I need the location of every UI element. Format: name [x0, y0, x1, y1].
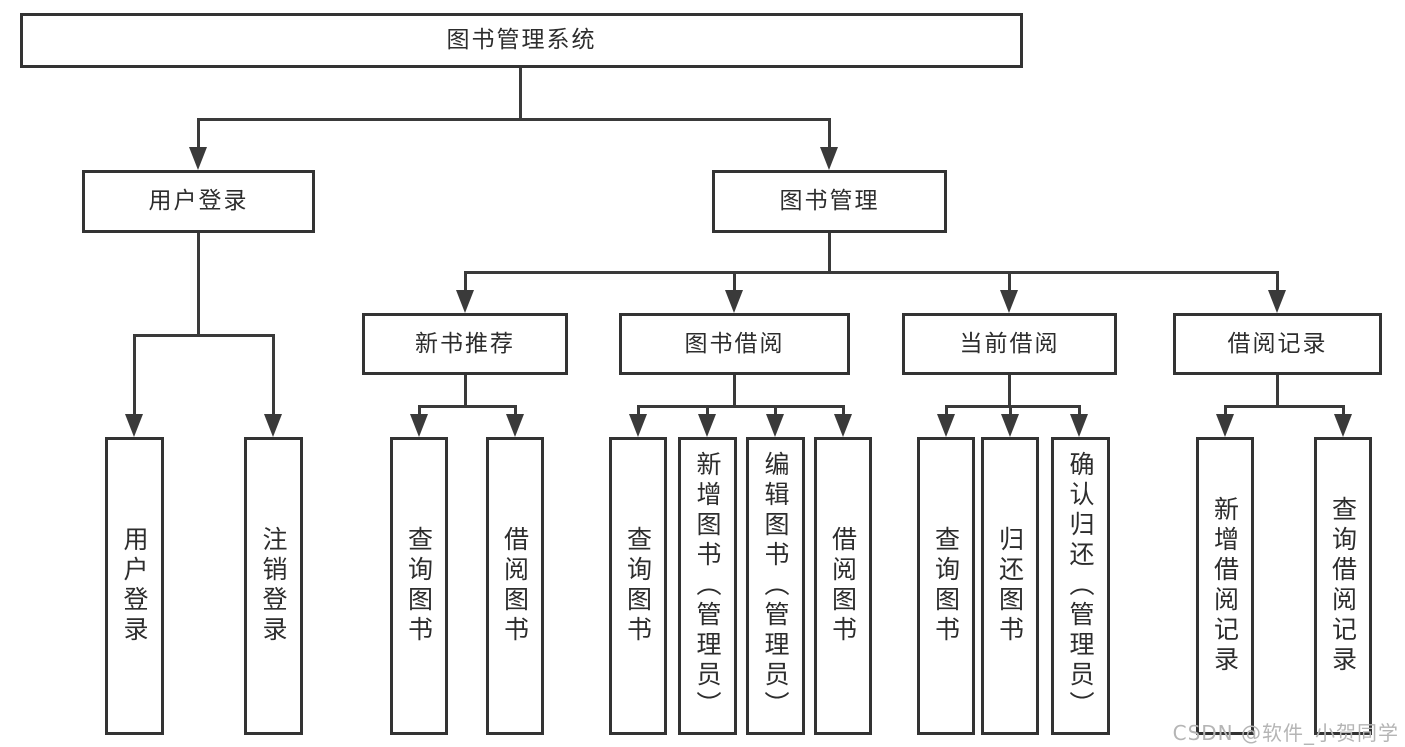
- arrow-down-icon: [125, 414, 143, 437]
- connector-line: [418, 405, 421, 418]
- leaf-newbook-borrow-books: 借阅图书: [486, 437, 544, 735]
- connector-line: [1008, 271, 1011, 293]
- arrow-down-icon: [725, 290, 743, 313]
- arrow-down-icon: [264, 414, 282, 437]
- node-book-management: 图书管理: [712, 170, 947, 233]
- leaf-borrow-query-books-label: 查询图书: [623, 526, 653, 646]
- connector-line: [842, 405, 845, 418]
- arrow-down-icon: [1070, 414, 1088, 437]
- arrow-down-icon: [456, 290, 474, 313]
- leaf-logout: 注销登录: [244, 437, 303, 735]
- connector-line: [1078, 405, 1081, 418]
- connector-line: [1276, 375, 1279, 408]
- leaf-newbook-query-books: 查询图书: [390, 437, 448, 735]
- leaf-user-login: 用户登录: [105, 437, 164, 735]
- leaf-current-query-books-label: 查询图书: [931, 526, 961, 646]
- leaf-current-query-books: 查询图书: [917, 437, 975, 735]
- leaf-borrow-add-books-admin-label: 新增图书（管理员）: [693, 451, 722, 721]
- connector-line: [945, 405, 948, 418]
- node-current-borrow-label: 当前借阅: [959, 330, 1060, 357]
- leaf-current-confirm-return-admin: 确认归还（管理员）: [1051, 437, 1110, 735]
- node-user-login-label: 用户登录: [148, 188, 249, 214]
- node-borrow-records: 借阅记录: [1173, 313, 1382, 375]
- arrow-down-icon: [1000, 290, 1018, 313]
- connector-line: [464, 375, 467, 408]
- connector-line: [197, 233, 200, 337]
- node-borrow-records-label: 借阅记录: [1227, 330, 1328, 357]
- arrow-down-icon: [937, 414, 955, 437]
- leaf-records-query-record-label: 查询借阅记录: [1328, 496, 1358, 676]
- leaf-newbook-query-books-label: 查询图书: [404, 526, 434, 646]
- node-user-login: 用户登录: [82, 170, 315, 233]
- connector-line: [519, 68, 522, 120]
- leaf-borrow-borrow-books-label: 借阅图书: [828, 526, 858, 646]
- leaf-user-login-label: 用户登录: [120, 526, 149, 646]
- connector-line: [133, 334, 136, 418]
- node-root-label: 图书管理系统: [446, 27, 597, 53]
- leaf-newbook-borrow-books-label: 借阅图书: [500, 526, 530, 646]
- connector-line: [197, 118, 831, 121]
- connector-line: [464, 271, 1279, 274]
- connector-line: [637, 405, 640, 418]
- arrow-down-icon: [629, 414, 647, 437]
- connector-line: [1224, 405, 1344, 408]
- connector-line: [514, 405, 517, 418]
- arrow-down-icon: [410, 414, 428, 437]
- node-current-borrow: 当前借阅: [902, 313, 1117, 375]
- leaf-current-confirm-return-admin-label: 确认归还（管理员）: [1066, 451, 1095, 721]
- connector-line: [1009, 405, 1012, 418]
- connector-line: [133, 334, 275, 337]
- node-book-borrow-label: 图书借阅: [684, 330, 785, 357]
- leaf-borrow-edit-books-admin-label: 编辑图书（管理员）: [761, 451, 790, 721]
- connector-line: [1276, 271, 1279, 293]
- connector-line: [464, 271, 467, 293]
- leaf-current-return-books-label: 归还图书: [995, 526, 1025, 646]
- node-new-book-recommend: 新书推荐: [362, 313, 568, 375]
- connector-line: [418, 405, 516, 408]
- watermark: CSDN @软件_小贺同学: [1172, 721, 1399, 745]
- arrow-down-icon: [189, 147, 207, 170]
- leaf-borrow-add-books-admin: 新增图书（管理员）: [678, 437, 737, 735]
- connector-line: [272, 334, 275, 418]
- leaf-borrow-query-books: 查询图书: [609, 437, 667, 735]
- node-book-borrow: 图书借阅: [619, 313, 850, 375]
- connector-line: [733, 375, 736, 408]
- connector-line: [637, 405, 844, 408]
- node-new-book-recommend-label: 新书推荐: [415, 330, 515, 357]
- arrow-down-icon: [506, 414, 524, 437]
- connector-line: [197, 118, 200, 151]
- leaf-borrow-borrow-books: 借阅图书: [814, 437, 872, 735]
- arrow-down-icon: [820, 147, 838, 170]
- arrow-down-icon: [698, 414, 716, 437]
- arrow-down-icon: [834, 414, 852, 437]
- leaf-records-query-record: 查询借阅记录: [1314, 437, 1372, 735]
- leaf-records-add-record-label: 新增借阅记录: [1210, 496, 1240, 676]
- leaf-logout-label: 注销登录: [259, 526, 288, 646]
- arrow-down-icon: [766, 414, 784, 437]
- node-root: 图书管理系统: [20, 13, 1023, 68]
- connector-line: [1224, 405, 1227, 418]
- arrow-down-icon: [1334, 414, 1352, 437]
- connector-line: [828, 118, 831, 151]
- connector-line: [828, 233, 831, 274]
- leaf-records-add-record: 新增借阅记录: [1196, 437, 1254, 735]
- connector-line: [733, 271, 736, 293]
- leaf-borrow-edit-books-admin: 编辑图书（管理员）: [746, 437, 805, 735]
- connector-line: [774, 405, 777, 418]
- leaf-current-return-books: 归还图书: [981, 437, 1039, 735]
- node-book-management-label: 图书管理: [779, 188, 880, 214]
- connector-line: [706, 405, 709, 418]
- arrow-down-icon: [1216, 414, 1234, 437]
- connector-line: [1342, 405, 1345, 418]
- arrow-down-icon: [1001, 414, 1019, 437]
- connector-line: [945, 405, 1081, 408]
- arrow-down-icon: [1268, 290, 1286, 313]
- connector-line: [1008, 375, 1011, 408]
